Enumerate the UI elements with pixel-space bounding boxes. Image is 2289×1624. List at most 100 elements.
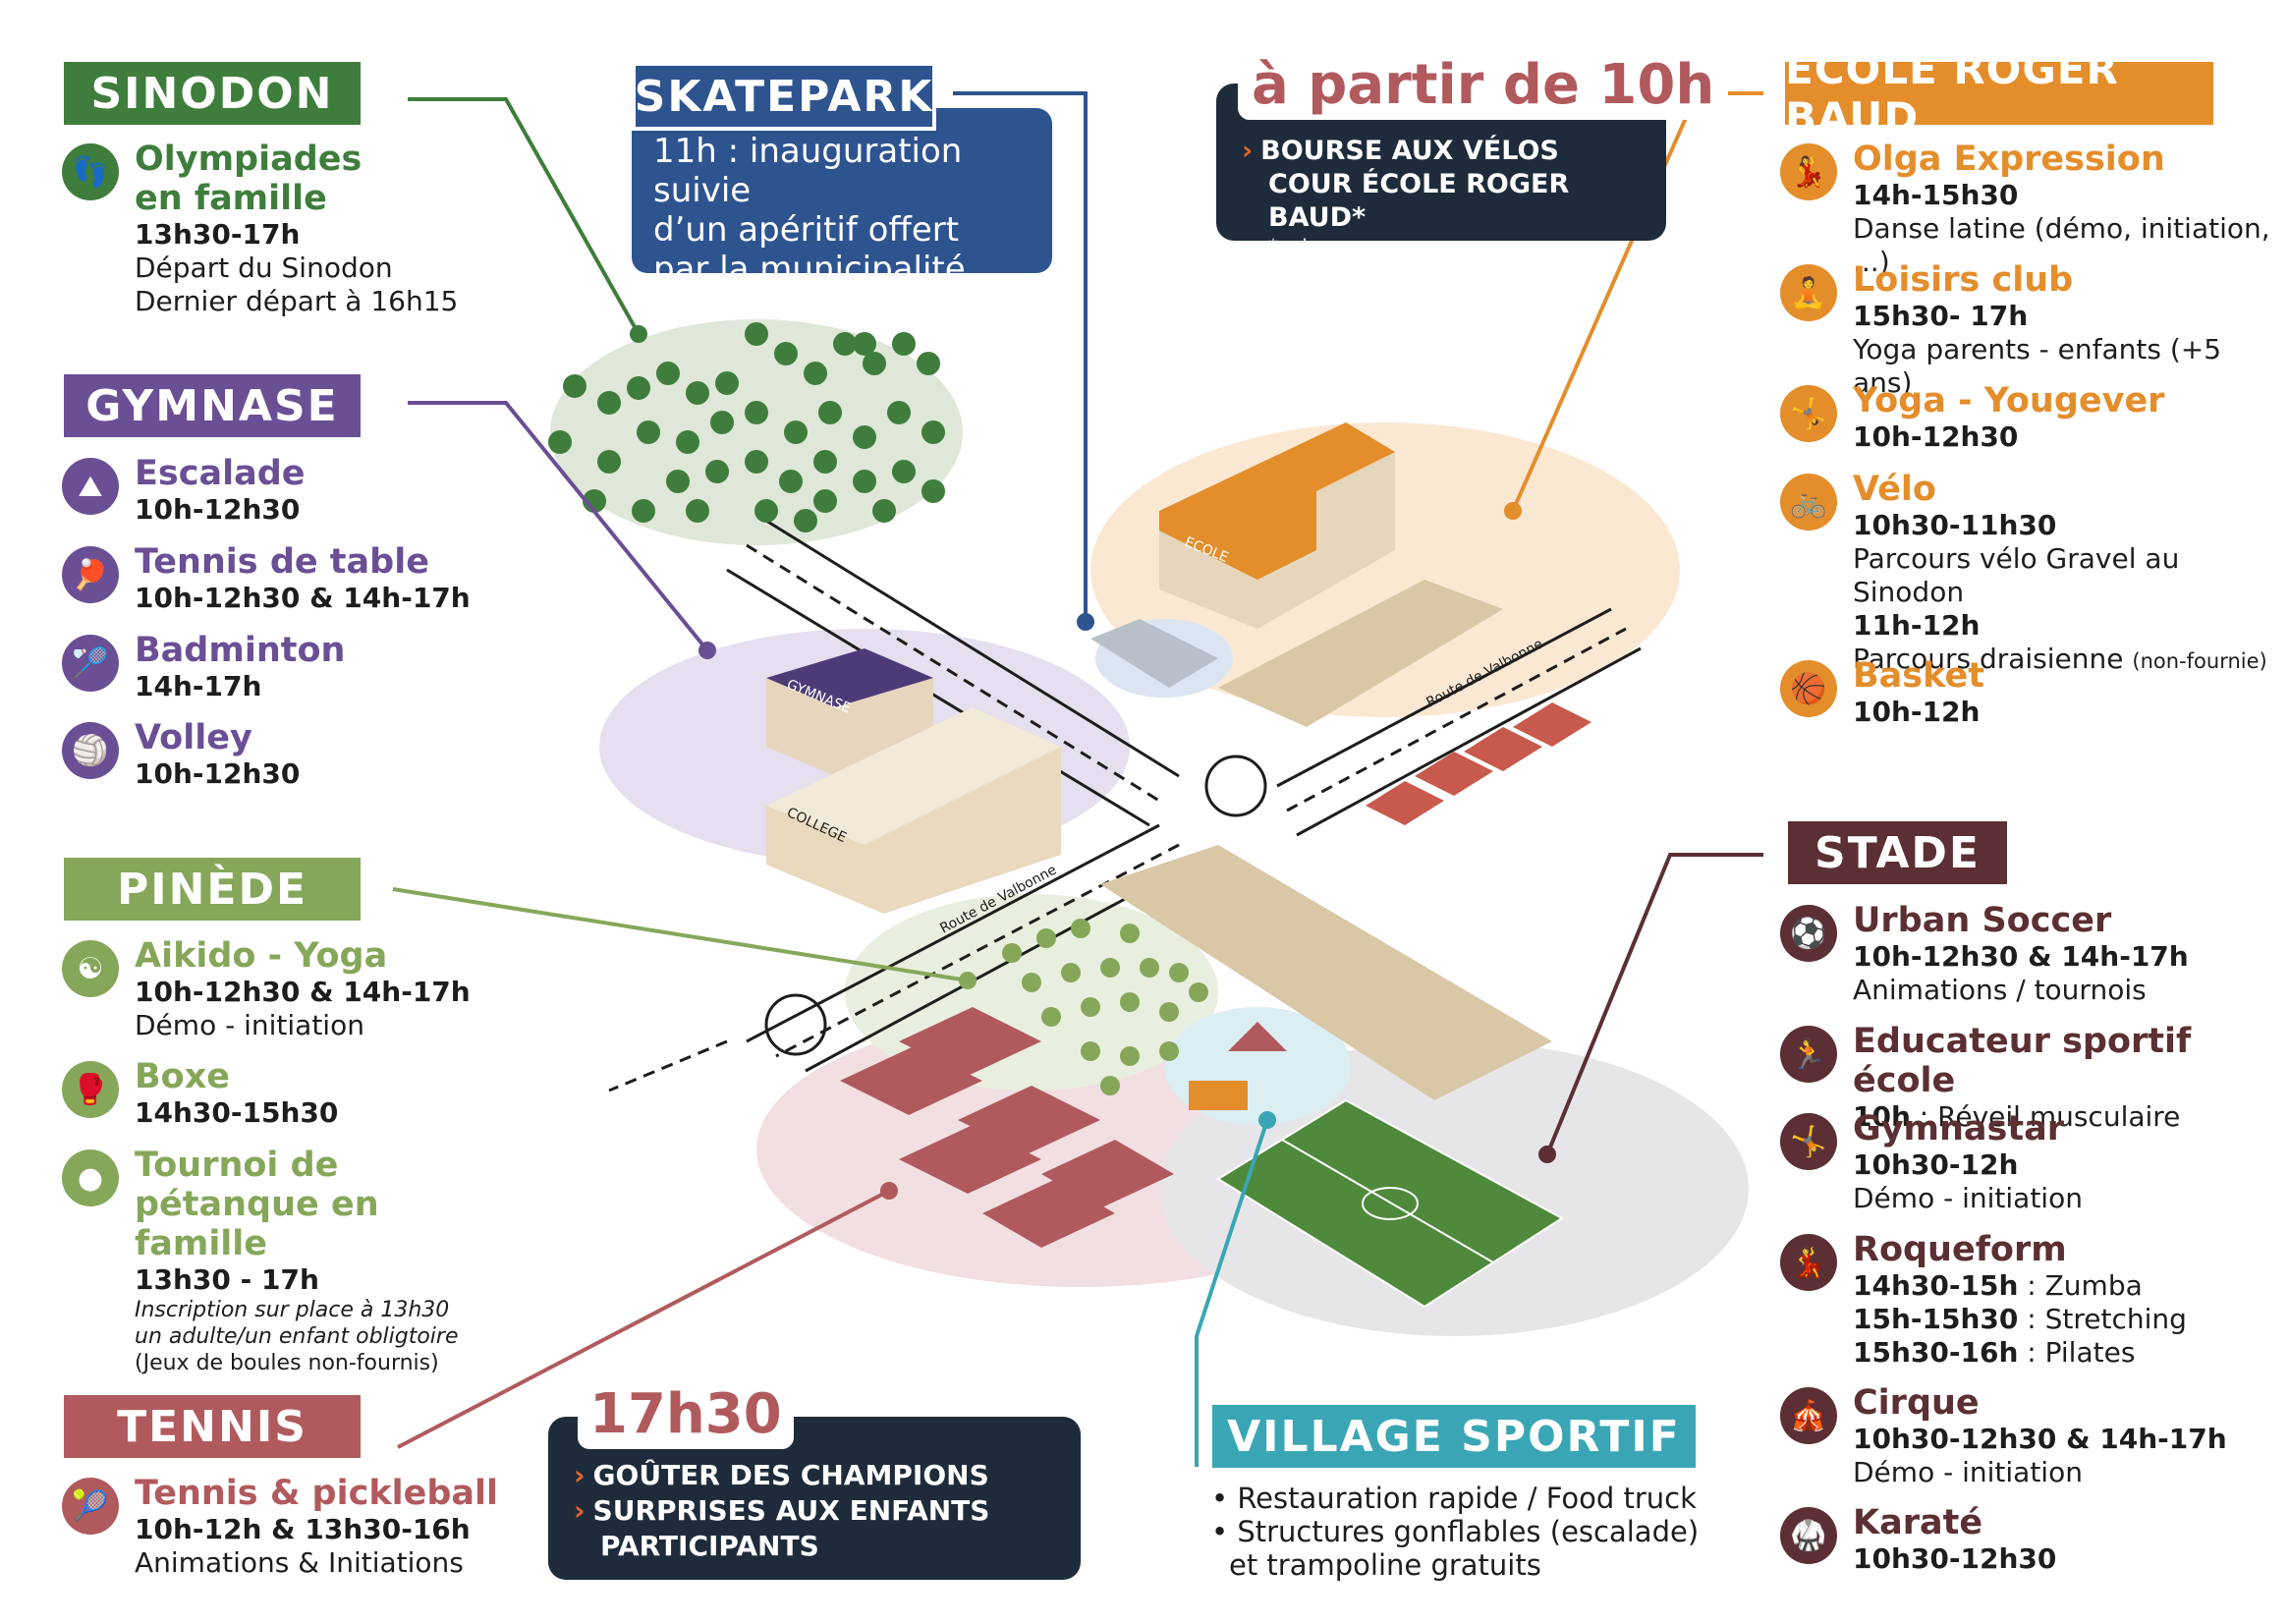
skatepark-text: d’un apéritif offert [653,210,960,250]
activity-title: Vélo [1853,470,1936,509]
activity-line: Dernier départ à 16h15 [135,285,459,317]
village-list: • Restauration rapide / Food truck • Str… [1211,1482,1699,1582]
stade-header: STADE [1788,821,2007,884]
activity-title: Urban Soccer [1853,901,2112,940]
activity-time: 10h-12h30 & 14h-17h [1853,940,2189,973]
activity-line: Départ du Sinodon [135,252,393,284]
activity-time: 10h30-12h30 [1853,1542,2057,1575]
houses [1366,702,1591,825]
activity-title: Olympiades en famille [135,140,363,218]
village-leader [1195,1119,1269,1467]
activity-title: Karaté [1853,1503,1983,1542]
activity-note: (Jeux de boules non-fournis) [135,1351,439,1375]
activity-desc: : Réveil musculaire [1910,1100,2181,1133]
village-item: • Structures gonflables (escalade) [1211,1515,1700,1548]
gouter-heading: 17h30 [578,1380,794,1449]
stretch-icon: 🤸 [1780,385,1837,442]
activity-time: 10h-12h30 [1853,420,2019,453]
activity-desc: Démo - initiation [1853,1456,2083,1488]
stade-activity: 💃 Roqueform 14h30-15h : Zumba 15h-15h30 … [1780,1230,2187,1370]
table-tennis-icon: 🏓 [62,546,119,603]
activity-title: Boxe [135,1057,231,1096]
pinede-activity: ● Tournoi de pétanque en famille 13h30 -… [62,1146,469,1376]
activity-title: Tennis de table [135,542,429,582]
activity-time: 14h-15h30 [1853,179,2019,211]
sinodon-header: SINODON [64,62,361,125]
activity-title: Volley [135,718,252,757]
activity-title: Escalade [135,454,306,493]
volleyball-icon: 🏐 [62,722,119,779]
gymnase-title: GYMNASE [85,380,339,431]
stade-leader [1545,853,1763,1155]
village-title: VILLAGE SPORTIF [1227,1411,1681,1462]
yoga-icon: 🧘 [1780,264,1837,321]
activity-time: 10h-12h & 13h30-16h [135,1513,471,1545]
gouter-item: GOÛTER DES CHAMPIONS [592,1459,989,1491]
village-tent [1228,1022,1287,1051]
village-item: • Restauration rapide / Food truck [1211,1482,1697,1515]
activity-time: 15h30- 17h [1853,300,2029,332]
ecole-title: ECOLE ROGER BAUD [1785,45,2119,141]
zumba-icon: 💃 [1780,1234,1837,1291]
skatepark-header: SKATEPARK [632,62,936,131]
activity-title: Tournoi de pétanque en famille [135,1146,379,1263]
activity-time: 14h30-15h30 [135,1096,339,1129]
skatepark-text: 11h : inauguration suivie [653,132,963,210]
tennis-icon: 🎾 [62,1478,119,1535]
bourse-heading: à partir de 10h [1238,51,1729,120]
activity-time: 14h30-15h [1853,1269,2019,1302]
ecole-header: ECOLE ROGER BAUD [1785,45,2213,141]
activity-desc: Animations & Initiations [135,1546,464,1579]
gymnase-leader [408,401,709,652]
circus-icon: 🎪 [1780,1387,1837,1444]
activity-time: 15h30-16h [1853,1336,2019,1369]
karate-icon: 🥋 [1780,1507,1837,1564]
tennis-leader [397,1189,890,1449]
pinede-header: PINÈDE [64,858,361,921]
activity-time: 10h-12h30 & 14h-17h [135,976,471,1008]
food-truck [1189,1081,1248,1110]
activity-time: 10h-12h30 [135,757,301,790]
badminton-icon: 🏸 [62,635,119,692]
activity-time: 10h-12h30 [135,493,301,526]
activity-time: 10h-12h30 & 14h-17h [135,582,471,614]
bourse-line: COUR ÉCOLE ROGER BAUD* [1268,169,1570,233]
activity-time: 13h30 - 17h [135,1263,319,1296]
skatepark-title: SKATEPARK [634,71,934,122]
ecole-activity: 🚲 Vélo 10h30-11h30 Parcours vélo Gravel … [1780,470,2289,678]
activity-time: 10h [1853,1100,1911,1133]
meditation-icon: ☯ [62,940,119,997]
sinodon-forest [548,322,945,532]
gouter-item: PARTICIPANTS [600,1530,819,1562]
soccer-icon: ⚽ [1780,905,1837,962]
activity-time: 13h30-17h [135,218,301,251]
activity-title: Olga Expression [1853,140,2165,179]
gouter-item: SURPRISES AUX ENFANTS [592,1494,990,1527]
activity-title: Cirque [1853,1383,1980,1423]
activity-desc-small: (non-fournie) [2132,649,2267,673]
village-header: VILLAGE SPORTIF [1212,1405,1696,1468]
dance-icon: 💃 [1780,143,1837,200]
gymnastics-icon: 🤸 [1780,1113,1837,1170]
activity-desc: Démo - initiation [1853,1182,2083,1214]
chevron-right-icon: › [574,1459,586,1491]
activity-time: 11h-12h [1853,609,1981,642]
skatepark-box: 11h : inauguration suivie d’un apéritif … [632,108,1052,289]
activity-desc: Yoga parents - enfants (+5 ans) [1853,333,2222,399]
footprints-icon: 👣 [62,143,119,200]
activity-desc: Animations / tournois [1853,974,2147,1006]
activity-title: Aikido - Yoga [135,936,388,976]
skatepark-shape [1090,619,1218,688]
activity-title: Roqueform [1853,1230,2067,1269]
